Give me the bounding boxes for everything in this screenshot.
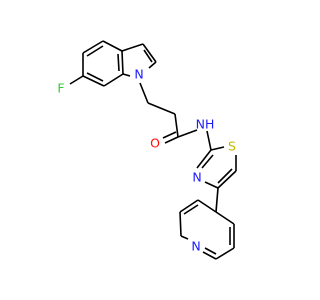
pyridine-nitrogen-label: N <box>191 239 200 254</box>
bond <box>117 53 120 72</box>
thiazole-sulfur-label: S <box>228 139 236 154</box>
bonds <box>69 40 237 260</box>
bond <box>196 149 212 169</box>
bond <box>174 113 179 138</box>
bond <box>215 187 219 213</box>
bond <box>82 75 105 87</box>
bond <box>69 75 84 85</box>
bond <box>210 146 225 151</box>
amide-nh-label: NH <box>196 117 215 132</box>
bond <box>204 181 219 189</box>
bond <box>215 211 235 225</box>
indole-nitrogen-label: N <box>134 67 143 82</box>
bond <box>215 247 235 260</box>
bond <box>164 136 179 144</box>
thiazole-nitrogen-label: N <box>192 170 201 185</box>
bond <box>139 82 149 104</box>
bond <box>86 72 104 82</box>
bond <box>201 154 214 169</box>
carbonyl-oxygen-label: O <box>150 136 160 151</box>
bond <box>204 247 217 255</box>
bond <box>121 43 144 52</box>
bond <box>86 45 104 57</box>
bond <box>82 40 104 54</box>
bond <box>142 43 157 63</box>
bond <box>179 199 199 213</box>
bond <box>180 235 189 240</box>
bond <box>143 49 153 63</box>
bond <box>202 251 217 260</box>
bond <box>217 168 233 184</box>
atom-labels: F N O NH S N N <box>57 67 236 254</box>
bond <box>122 73 131 77</box>
bond <box>162 131 177 139</box>
bond <box>183 204 199 215</box>
bond <box>148 61 157 69</box>
fluorine-atom-label: F <box>57 81 64 96</box>
bond <box>217 170 237 189</box>
bond <box>197 199 217 213</box>
bond <box>179 211 182 237</box>
bond <box>103 73 124 87</box>
bond <box>102 40 123 52</box>
bond <box>121 50 124 75</box>
molecule-diagram: F N O NH S N N <box>57 40 237 260</box>
bond <box>177 129 198 138</box>
bond <box>206 130 212 151</box>
bond <box>147 102 176 115</box>
